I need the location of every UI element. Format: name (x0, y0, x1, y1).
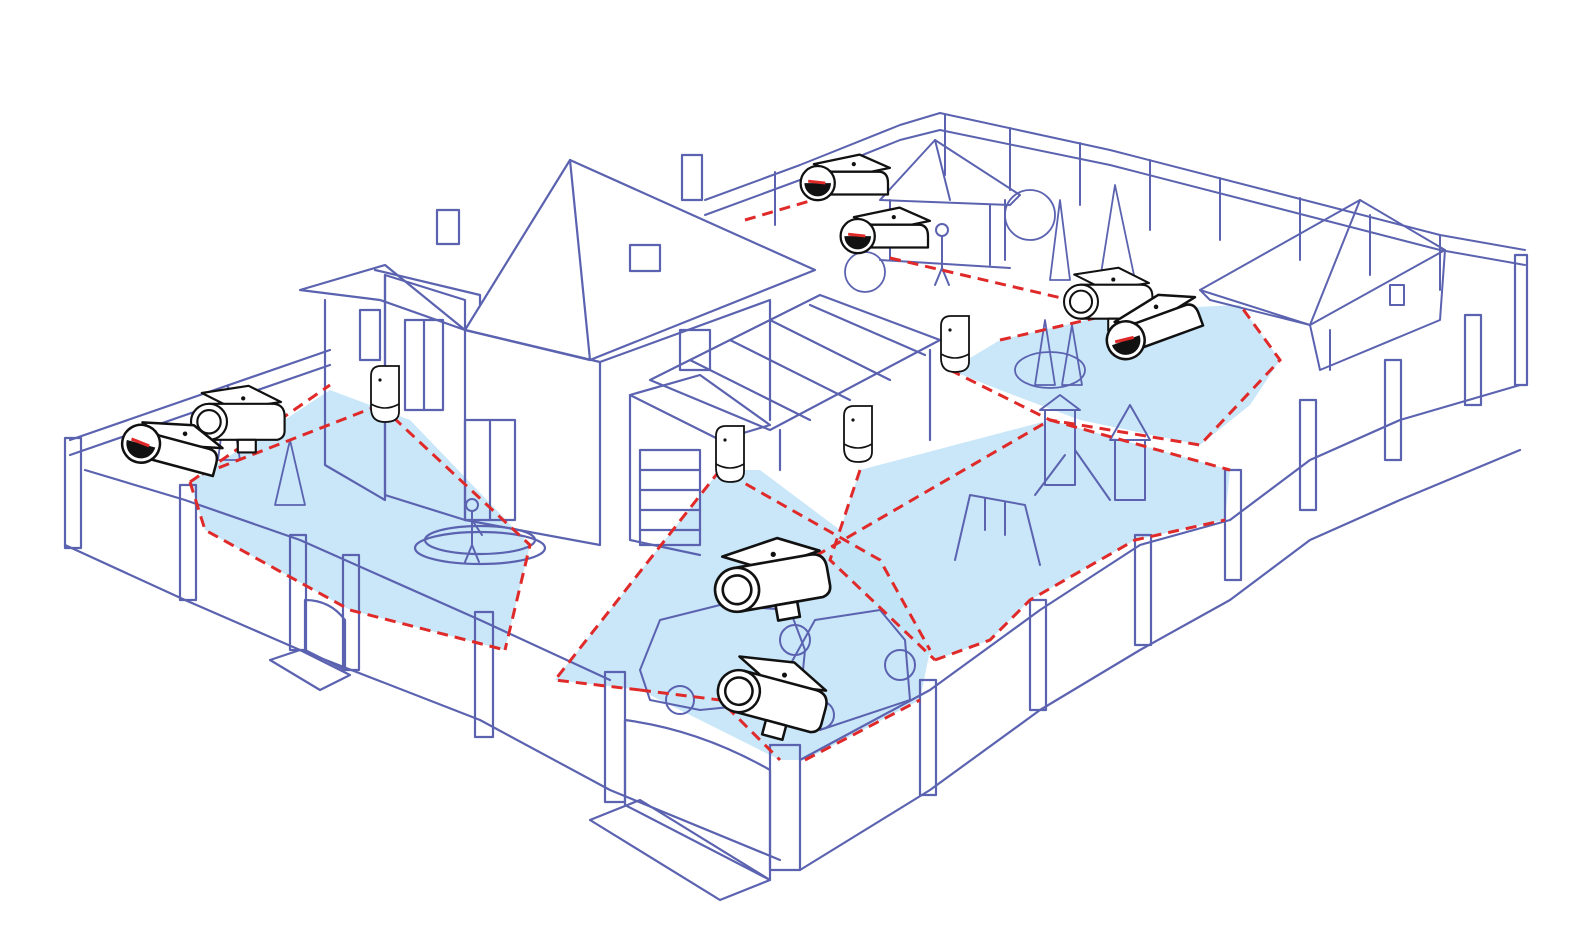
slide-icon (1074, 449, 1111, 501)
chimney-left (435, 208, 461, 246)
chimney-back (680, 153, 704, 202)
tree-icon (1099, 184, 1136, 281)
main-gate (623, 718, 772, 882)
back-fence (704, 112, 1526, 291)
fence-post (1513, 253, 1529, 387)
boundary-porch (378, 403, 532, 651)
tree-icon (1004, 189, 1056, 241)
fence-post (1223, 468, 1243, 582)
chimney-right (628, 243, 662, 273)
person-icon (464, 498, 483, 563)
people (464, 223, 950, 563)
motion-detector-icon (715, 425, 745, 483)
playground (954, 394, 1151, 566)
gazebo (879, 139, 1021, 269)
boundary-playground (828, 469, 937, 662)
fence-post (918, 678, 938, 797)
coverage-zone-backyard (950, 305, 1280, 445)
fence-post (1463, 313, 1483, 407)
motion-detector-icon (843, 405, 873, 463)
fence-post (1383, 358, 1403, 462)
fence-post (63, 436, 83, 550)
person-icon (934, 223, 950, 286)
guest-house (1199, 199, 1446, 371)
boundary-front-yard (188, 481, 506, 652)
carport-roof (648, 293, 942, 432)
side-gate (303, 598, 347, 672)
side-window (358, 308, 382, 362)
motion-detectors (370, 315, 970, 483)
fence-post (1298, 398, 1318, 512)
coverage-zone-front-yard (190, 390, 530, 650)
fence-post (1028, 598, 1048, 712)
boundary-driveway (804, 698, 921, 762)
upper-window (678, 328, 712, 372)
coverage-zones (190, 305, 1280, 760)
tree-icon (844, 251, 886, 293)
tree-icon (274, 439, 306, 506)
fence-post (1133, 533, 1153, 647)
bullet-camera-icon (839, 206, 932, 255)
garage-door (638, 448, 702, 547)
boundary-driveway (552, 469, 722, 692)
coverage-zone-playground (830, 420, 1230, 660)
main-roof (463, 158, 817, 362)
fence-post (178, 483, 198, 602)
bullet-camera-icon (799, 153, 892, 202)
swing-icon (954, 494, 1041, 566)
boundary-playground (934, 518, 1226, 662)
motion-detector-icon (370, 365, 400, 423)
fence-post (473, 610, 495, 739)
boundary-porch (199, 403, 381, 477)
motion-detector-icon (940, 315, 970, 373)
fence-post (603, 670, 627, 804)
boundary-driveway (729, 473, 932, 651)
boundary-gazebo (889, 256, 1071, 302)
garage (628, 293, 942, 557)
back-fence-posts (774, 114, 1441, 291)
boundary-backyard (949, 304, 1282, 447)
fence-post (768, 743, 802, 872)
tree-icon (1049, 199, 1071, 281)
